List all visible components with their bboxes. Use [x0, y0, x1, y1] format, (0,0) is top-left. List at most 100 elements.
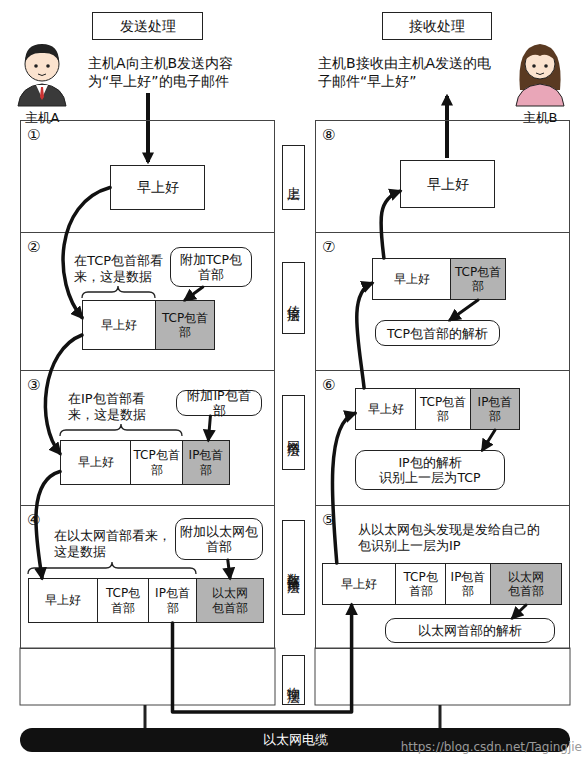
packet-field: TCP包首部: [415, 388, 471, 430]
annotation: 主机A: [17, 110, 67, 126]
node-text: 早上好: [427, 176, 469, 193]
packet-field: 早上好: [60, 440, 131, 485]
brace: [82, 286, 155, 298]
layer-panel: ② 附加TCP包首部早上好TCP包首部: [20, 232, 275, 371]
brace: [60, 424, 182, 436]
flow-arrow: [483, 430, 496, 450]
layer-panel: ③ 附加IP包首部早上好 TCP包首部IP包首部: [20, 370, 275, 506]
cable-tap: [439, 705, 442, 729]
tie: [40, 87, 44, 100]
section-header: 接收处理: [382, 12, 492, 40]
packet-field: 早上好: [82, 300, 156, 350]
node-text: 附加IP包首部: [181, 388, 257, 418]
node-text: 网络层: [286, 430, 302, 436]
annotation: 在TCP包首部看来，这是数据: [74, 253, 166, 286]
flow-arrow: [513, 605, 527, 618]
eye: [46, 64, 50, 68]
node-text: 以太网首部的解析: [418, 623, 522, 638]
annotation: 主机B接收由主机A发送的电子邮件“早上好”: [318, 55, 504, 90]
section-header: 发送处理: [92, 12, 203, 40]
packet-field: TCP包首部: [130, 440, 183, 485]
layer-panel: ⑧早上好: [315, 120, 570, 233]
packet-field: TCP包首部: [97, 578, 149, 623]
packet-field: 早上好: [372, 258, 451, 300]
layer-panel: ① 早上好: [20, 120, 275, 233]
packet-field: 早上好: [322, 563, 396, 605]
node-text: 早上好: [368, 402, 404, 416]
packet-field: IP包首部: [148, 578, 197, 623]
node-text: 早上好: [78, 455, 114, 469]
node-text: IP包首部: [185, 448, 227, 477]
node-text: TCP包首部: [398, 570, 443, 599]
mouth: [536, 73, 544, 75]
receive-arrow: [445, 96, 449, 158]
node-text: 发送处理: [120, 18, 176, 35]
suit-body: [18, 84, 66, 106]
layer-panel: ⑥ 早上好 TCP包首部IP包首部 IP包的解析 识别上一层为TCP: [315, 370, 570, 506]
host-b-figure: [516, 44, 564, 106]
packet-header: 以太网包首部: [196, 578, 264, 623]
flow-arrow: [45, 335, 82, 454]
layer-panel: ⑦ 早上好 TCP包首部 TCP包首部的解析: [315, 232, 570, 371]
node-text: 以太网包首部: [503, 570, 549, 599]
packet-header: TCP包首部: [450, 258, 506, 300]
packet-header: TCP包首部: [155, 300, 215, 350]
node-text: TCP包首部: [453, 265, 503, 294]
flow-arrow: [173, 605, 352, 712]
flow-arrow: [357, 283, 372, 388]
flow-arrow: [185, 287, 203, 300]
packet-header: IP包首部: [470, 388, 520, 430]
eye: [532, 64, 536, 68]
flow-arrow: [228, 560, 230, 578]
layer-label: 上层: [282, 145, 305, 210]
step-number: ②: [27, 238, 40, 256]
host-a-figure: [18, 44, 66, 106]
node-text: 早上好: [341, 577, 377, 591]
step-number: ③: [27, 376, 40, 394]
physical-band: [315, 648, 570, 705]
annotation: 主机A向主机B发送内容为“早上好”的电子邮件: [88, 55, 256, 90]
node-text: IP包首部: [151, 586, 194, 615]
eye: [544, 64, 548, 68]
layer-label: 物理层: [282, 655, 305, 705]
step-number: ⑦: [322, 238, 335, 256]
node-text: 以太网电缆: [263, 732, 328, 748]
packet-field: IP包首部: [445, 563, 491, 605]
flow-arrow: [381, 191, 400, 258]
node-text: TCP包首部: [100, 586, 146, 615]
dress-body: [516, 84, 564, 106]
node-text: 上层: [286, 176, 302, 180]
annotation: 从以太网包头发现是发给自己的包识别上一层为IP: [358, 522, 546, 555]
message-box: 早上好: [400, 160, 495, 208]
send-arrow: [146, 93, 150, 162]
note-box: 附加TCP包首部: [170, 247, 252, 287]
note-box: 以太网首部的解析: [385, 618, 555, 643]
node-text: IP包的解析 识别上一层为TCP: [360, 455, 500, 485]
step-number: ①: [27, 126, 40, 144]
note-box: IP包的解析 识别上一层为TCP: [355, 450, 505, 490]
layer-panel: ④附加以太网包首部早上好TCP包首部IP包首部以太网包首部: [20, 505, 275, 649]
flow-arrow: [36, 472, 60, 579]
node-text: 早上好: [137, 179, 179, 196]
node-text: 物理层: [286, 677, 302, 683]
node-text: 早上好: [394, 272, 430, 286]
flow-arrow: [332, 413, 355, 563]
node-text: 接收处理: [409, 18, 465, 35]
node-text: 数据链路层: [286, 563, 302, 573]
packet-field: 早上好: [355, 388, 416, 430]
packet-header: IP包首部: [182, 440, 230, 485]
note-box: 附加IP包首部: [176, 390, 262, 416]
packet-field: 早上好: [28, 578, 98, 623]
hair-back: [519, 44, 560, 90]
annotation: 在IP包首部看来，这是数据: [68, 391, 166, 424]
note-box: TCP包首部的解析: [375, 320, 500, 346]
step-number: ⑥: [322, 376, 335, 394]
node-text: TCP包首部的解析: [387, 326, 488, 341]
flow-arrow: [450, 300, 478, 320]
node-text: 以太网包首部: [209, 586, 251, 615]
message-box: 早上好: [110, 165, 205, 210]
hair-fringe: [525, 46, 555, 60]
